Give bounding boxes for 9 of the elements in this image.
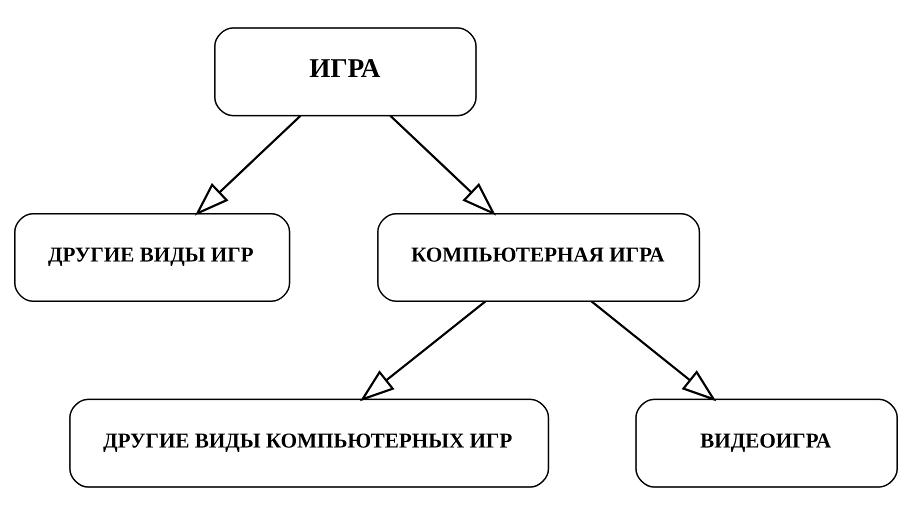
node-box: ДРУГИЕ ВИДЫ КОМПЬЮТЕРНЫХ ИГР bbox=[69, 398, 550, 488]
arrow bbox=[360, 300, 486, 401]
node-box: ИГРА bbox=[214, 26, 477, 116]
node-box: ВИДЕОИГРА bbox=[635, 398, 898, 488]
arrow bbox=[590, 300, 716, 401]
node-box: КОМПЬЮТЕРНАЯ ИГРА bbox=[377, 212, 700, 302]
arrow bbox=[194, 114, 302, 216]
arrow bbox=[389, 114, 496, 216]
node-box: ДРУГИЕ ВИДЫ ИГР bbox=[14, 212, 290, 302]
